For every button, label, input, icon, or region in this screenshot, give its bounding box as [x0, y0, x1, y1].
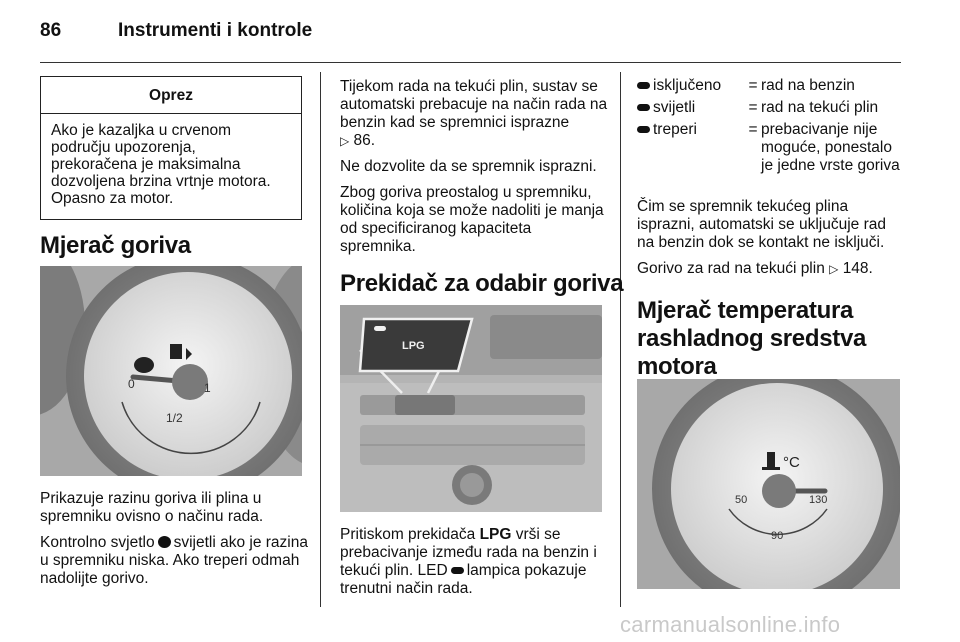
fuel-gauge-text: Prikazuje razinu goriva ili plina u spre… [40, 490, 308, 596]
fuel-gauge-heading: Mjerač goriva [40, 232, 191, 259]
caution-body: Ako je kazaljka u crvenom području upozo… [41, 114, 301, 215]
temperature-label-low: 50 [735, 494, 747, 506]
heading-line: Mjerač temperatura [637, 297, 854, 324]
caution-line: području upozorenja, [51, 139, 196, 156]
heading-line: rashladnog sredstva [637, 325, 867, 352]
equals-sign: = [748, 121, 758, 138]
column-divider-1 [320, 72, 321, 607]
coolant-gauge-image: °C 50 130 90 [637, 379, 900, 589]
paragraph: Čim se spremnik tekućeg plina isprazni, … [637, 198, 886, 251]
caution-line: Opasno za motor. [51, 190, 174, 207]
led-indicator-icon [637, 126, 650, 134]
table-row: svijetli = rad na tekući plin [637, 99, 906, 121]
watermark: carmanualsonline.info [620, 612, 841, 637]
page-reference: 86. [353, 132, 376, 149]
gauge-label-one: 1 [204, 381, 211, 395]
caution-line: prekoračena je maksimalna [51, 156, 241, 173]
page-title: Instrumenti i kontrole [118, 20, 313, 41]
paragraph: Gorivo za rad na tekući plin ▷ 148. [637, 260, 905, 278]
temperature-label-high: 130 [809, 494, 827, 506]
text-fragment: Gorivo za rad na tekući plin [637, 260, 825, 277]
text-fragment: lampica pokazuje trenutni način rada. [340, 562, 587, 597]
lpg-label: LPG [479, 526, 512, 543]
led-meaning: rad na tekući plin [761, 99, 879, 116]
fuel-selector-image: LPG [340, 305, 602, 512]
text-fragment: svijetli ako je razina u spremniku niska… [40, 534, 308, 587]
paragraph: Ne dozvolite da se spremnik isprazni. [340, 158, 597, 175]
led-state: isključeno [653, 77, 722, 94]
fuel-gauge-image: 0 1 1/2 [40, 266, 302, 476]
led-indicator-icon [450, 567, 464, 575]
text-fragment: Tijekom rada na tekući plin, sustav se a… [340, 78, 608, 131]
table-row: isključeno = rad na benzin [637, 77, 906, 99]
page-header: 86 Instrumenti i kontrole [40, 20, 312, 42]
led-status-table: isključeno = rad na benzin svijetli = ra… [637, 77, 906, 179]
led-meaning: rad na benzin [761, 77, 855, 94]
middle-column-text: Tijekom rada na tekući plin, sustav se a… [340, 78, 608, 264]
gauge-label-zero: 0 [128, 377, 135, 391]
table-row: treperi = prebacivanje nije moguće, pone… [637, 121, 906, 179]
reference-arrow-icon: ▷ [340, 134, 350, 148]
paragraph: Tijekom rada na tekući plin, sustav se a… [340, 78, 608, 150]
led-indicator-icon [637, 82, 650, 90]
led-state: treperi [653, 121, 697, 138]
equals-sign: = [748, 77, 758, 94]
caution-line: Ako je kazaljka u crvenom [51, 122, 232, 139]
led-indicator-icon [637, 104, 650, 112]
gauge-label-half: 1/2 [166, 411, 183, 425]
header-rule [40, 62, 901, 63]
caution-box: Oprez Ako je kazaljka u crvenom području… [40, 76, 302, 220]
page-reference: 148. [842, 260, 873, 277]
caution-line: dozvoljena brzina vrtnje motora. [51, 173, 271, 190]
right-column-text: Čim se spremnik tekućeg plina isprazni, … [637, 198, 905, 286]
column-divider-2 [620, 72, 621, 607]
led-meaning: prebacivanje nije moguće, ponestalo je j… [761, 121, 900, 174]
page-number: 86 [40, 20, 62, 41]
paragraph: Zbog goriva preostalog u spremniku, koli… [340, 184, 604, 255]
reference-arrow-icon: ▷ [829, 262, 839, 276]
paragraph: Pritiskom prekidača LPG vrši se prebaciv… [340, 526, 610, 598]
lpg-button-label: LPG [402, 340, 425, 352]
temperature-label-mid: 90 [771, 530, 783, 542]
equals-sign: = [748, 99, 758, 116]
fuel-warning-light-icon [157, 536, 171, 548]
paragraph: Prikazuje razinu goriva ili plina u spre… [40, 490, 264, 525]
text-fragment: vrši se prebacivanje između rada na benz… [340, 526, 597, 579]
middle-column-bottom-text: Pritiskom prekidača LPG vrši se prebaciv… [340, 526, 610, 606]
coolant-gauge-heading: Mjerač temperatura rashladnog sredstva m… [637, 297, 866, 381]
text-fragment: Pritiskom prekidača [340, 526, 476, 543]
temperature-unit: °C [783, 454, 800, 471]
heading-line: motora [637, 353, 717, 380]
caution-title: Oprez [41, 77, 301, 114]
led-state: svijetli [653, 99, 696, 116]
fuel-selector-heading: Prekidač za odabir goriva [340, 270, 624, 297]
text-fragment: Kontrolno svjetlo [40, 534, 155, 551]
